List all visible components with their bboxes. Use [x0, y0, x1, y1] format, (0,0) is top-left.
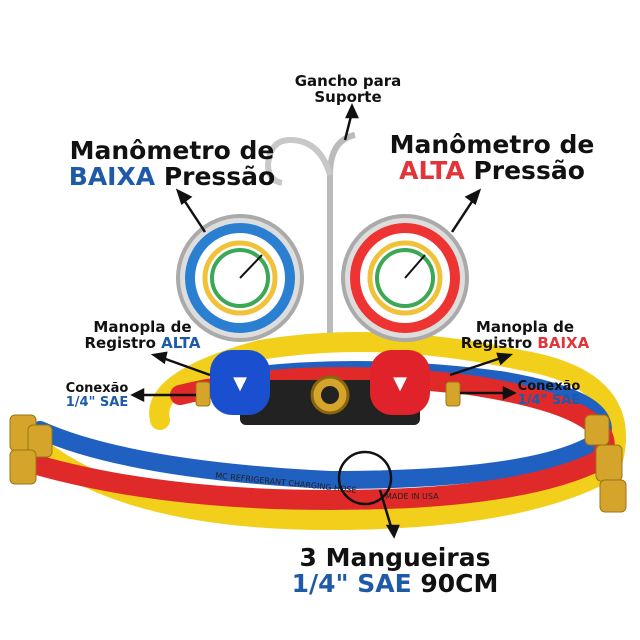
hoses-rest: 90CM — [420, 569, 499, 599]
hook-label: Gancho para Suporte — [283, 72, 413, 106]
left-connection-line2: 1/4" SAE — [65, 394, 129, 410]
hoses-label: 3 Mangueiras 1/4" SAE 90CM — [290, 543, 500, 599]
brand-logo-icon: ▼ — [393, 373, 407, 394]
brand-logo-icon: ▼ — [233, 373, 247, 394]
hose-highlight-circle — [337, 450, 393, 506]
brass-fittings — [9, 381, 627, 513]
left-connection-label: Conexão 1/4" SAE — [62, 382, 132, 409]
left-knob-accent: ALTA — [161, 333, 201, 352]
low-gauge-label: Manômetro de BAIXA Pressão — [62, 136, 282, 192]
right-knob-label-line1: Manopla de — [475, 318, 575, 336]
high-gauge-label-line1: Manômetro de — [389, 130, 595, 159]
hoses-label-line1: 3 Mangueiras — [299, 543, 491, 572]
right-connection-line1: Conexão — [517, 379, 581, 394]
left-knob-label-line1: Manopla de — [93, 318, 192, 336]
hook-curve — [264, 136, 333, 186]
right-connection-label: Conexão 1/4" SAE — [514, 380, 584, 407]
right-knob-accent: BAIXA — [537, 333, 590, 352]
low-pressure-gauge — [176, 214, 304, 342]
left-connection-line1: Conexão — [65, 381, 129, 396]
right-knob-label-line2: Registro — [460, 333, 533, 352]
callout-arrows — [130, 102, 517, 539]
high-side-knob — [370, 350, 430, 415]
high-gauge-rest: Pressão — [473, 156, 585, 186]
yellow-hose — [20, 332, 626, 531]
low-gauge-accent: BAIXA — [68, 162, 156, 192]
high-pressure-gauge — [341, 214, 469, 342]
high-gauge-label: Manômetro de ALTA Pressão — [382, 130, 602, 186]
right-connection-line2: 1/4" SAE — [517, 392, 581, 408]
left-knob-label: Manopla de Registro ALTA — [80, 318, 205, 352]
hook — [327, 132, 356, 345]
hose-print-made: MADE IN USA — [385, 492, 439, 501]
low-gauge-label-line1: Manômetro de — [69, 136, 275, 165]
hoses — [10, 332, 626, 531]
hook-label-line1: Gancho para — [294, 72, 402, 90]
right-knob-label: Manopla de Registro BAIXA — [455, 318, 595, 352]
high-gauge-accent: ALTA — [399, 156, 465, 186]
low-gauge-rest: Pressão — [163, 162, 276, 192]
hook-label-line2: Suporte — [314, 87, 382, 106]
hoses-accent: 1/4" SAE — [291, 569, 412, 599]
left-knob-label-line2: Registro — [84, 333, 156, 352]
low-side-knob — [210, 350, 270, 415]
